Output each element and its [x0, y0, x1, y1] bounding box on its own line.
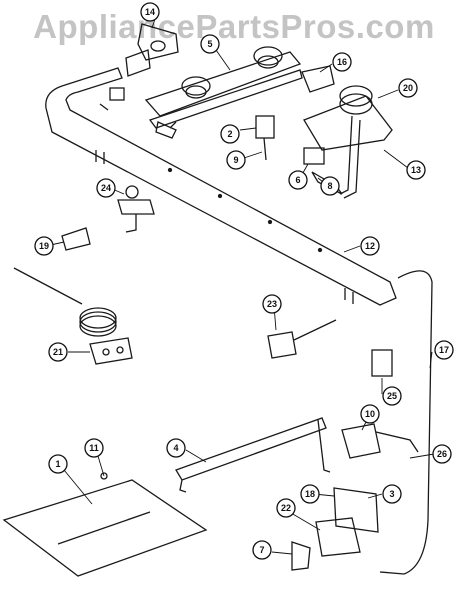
svg-text:20: 20 — [403, 83, 413, 93]
svg-text:9: 9 — [233, 155, 238, 165]
svg-text:12: 12 — [365, 241, 375, 251]
svg-text:19: 19 — [39, 241, 49, 251]
svg-text:3: 3 — [389, 489, 394, 499]
svg-text:22: 22 — [281, 503, 291, 513]
svg-text:13: 13 — [411, 165, 421, 175]
callout-14[interactable]: 14 — [140, 2, 160, 22]
igniter[interactable] — [341, 423, 419, 459]
callout-17[interactable]: 17 — [434, 340, 454, 360]
broil-burner[interactable] — [175, 417, 331, 493]
svg-text:25: 25 — [387, 391, 397, 401]
callout-11[interactable]: 11 — [84, 438, 104, 458]
svg-text:16: 16 — [337, 57, 347, 67]
burner-assembly[interactable] — [144, 46, 303, 139]
svg-text:4: 4 — [173, 443, 178, 453]
callout-9[interactable]: 9 — [226, 150, 246, 170]
svg-text:8: 8 — [327, 181, 332, 191]
callout-23[interactable]: 23 — [262, 294, 282, 314]
spark-module[interactable] — [371, 349, 393, 377]
callout-7[interactable]: 7 — [252, 540, 272, 560]
svg-text:26: 26 — [437, 449, 447, 459]
callout-10[interactable]: 10 — [360, 404, 380, 424]
callout-19[interactable]: 19 — [34, 236, 54, 256]
callout-21[interactable]: 21 — [48, 342, 68, 362]
callout-8[interactable]: 8 — [320, 176, 340, 196]
callout-13[interactable]: 13 — [406, 160, 426, 180]
watermark: AppliancePartsPros.com — [33, 8, 435, 45]
svg-text:18: 18 — [305, 489, 315, 499]
burner-valve[interactable] — [117, 185, 155, 233]
svg-text:10: 10 — [365, 409, 375, 419]
pressure-regulator[interactable] — [99, 23, 179, 111]
svg-text:21: 21 — [53, 347, 63, 357]
svg-text:11: 11 — [89, 443, 99, 453]
callout-24[interactable]: 24 — [96, 178, 116, 198]
svg-text:24: 24 — [101, 183, 111, 193]
thermostat[interactable] — [13, 267, 133, 365]
callout-22[interactable]: 22 — [276, 498, 296, 518]
broiler-baffle[interactable] — [2, 472, 208, 577]
callout-12[interactable]: 12 — [360, 236, 380, 256]
valve-clip[interactable] — [61, 227, 91, 251]
gas-tube[interactable] — [379, 270, 433, 575]
svg-text:14: 14 — [145, 7, 155, 17]
oven-burner-valve[interactable] — [301, 65, 393, 199]
callout-20[interactable]: 20 — [398, 78, 418, 98]
callout-18[interactable]: 18 — [300, 484, 320, 504]
callout-25[interactable]: 25 — [382, 386, 402, 406]
manifold-pipe[interactable] — [45, 67, 397, 306]
callout-3[interactable]: 3 — [382, 484, 402, 504]
callout-5[interactable]: 5 — [200, 34, 220, 54]
callout-2[interactable]: 2 — [220, 124, 240, 144]
callout-26[interactable]: 26 — [432, 444, 452, 464]
callout-1[interactable]: 1 — [48, 454, 68, 474]
callout-16[interactable]: 16 — [332, 52, 352, 72]
callout-4[interactable]: 4 — [166, 438, 186, 458]
svg-text:5: 5 — [207, 39, 212, 49]
safety-valve[interactable] — [291, 487, 379, 571]
callout-6[interactable]: 6 — [288, 170, 308, 190]
spark-switch[interactable] — [255, 115, 275, 161]
svg-text:6: 6 — [295, 175, 300, 185]
svg-text:7: 7 — [259, 545, 264, 555]
thermostat-sensor[interactable] — [267, 319, 337, 359]
svg-text:1: 1 — [55, 459, 60, 469]
svg-text:23: 23 — [267, 299, 277, 309]
svg-text:17: 17 — [439, 345, 449, 355]
svg-text:2: 2 — [227, 129, 232, 139]
